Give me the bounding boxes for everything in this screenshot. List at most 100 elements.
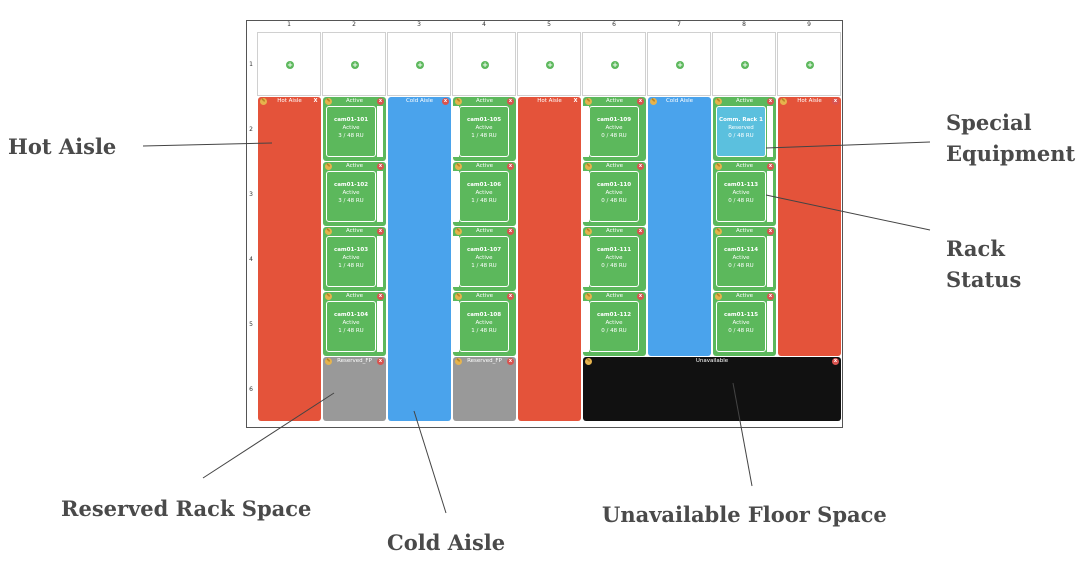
rack-tile[interactable]: Active ✎ x Comm. Rack 1 Reserved 0 / 48 … xyxy=(713,97,776,161)
close-icon[interactable]: x xyxy=(767,228,774,235)
close-icon[interactable]: X xyxy=(313,98,318,104)
rack[interactable]: cam01-103 Active 1 / 48 RU xyxy=(326,236,376,287)
row-header-3: 3 xyxy=(249,191,253,198)
close-icon[interactable]: x xyxy=(507,163,514,170)
close-icon[interactable]: x xyxy=(637,98,644,105)
close-icon[interactable]: x xyxy=(507,98,514,105)
hot-aisle-block[interactable]: Hot Aisle ✎ x xyxy=(778,97,841,356)
pencil-icon[interactable]: ✎ xyxy=(780,98,787,105)
close-icon[interactable]: x xyxy=(377,228,384,235)
plus-icon[interactable]: + xyxy=(286,61,294,69)
rack-tile[interactable]: Active ✎ x cam01-102 Active 3 / 48 RU xyxy=(323,162,386,226)
rack-tile[interactable]: Active ✎ x cam01-114 Active 0 / 48 RU xyxy=(713,227,776,291)
pencil-icon[interactable]: ✎ xyxy=(715,293,722,300)
close-icon[interactable]: X xyxy=(573,98,578,104)
close-icon[interactable]: x xyxy=(377,98,384,105)
rack-tile[interactable]: Active ✎ x cam01-105 Active 1 / 48 RU xyxy=(453,97,516,161)
pencil-icon[interactable]: ✎ xyxy=(325,358,332,365)
hot-aisle-block[interactable]: Hot Aisle X xyxy=(518,97,581,421)
close-icon[interactable]: x xyxy=(767,293,774,300)
rack-tile[interactable]: Active ✎ x cam01-111 Active 0 / 48 RU xyxy=(583,227,646,291)
plus-icon[interactable]: + xyxy=(546,61,554,69)
rack-tile[interactable]: Active ✎ x cam01-106 Active 1 / 48 RU xyxy=(453,162,516,226)
hot-aisle-block[interactable]: Hot Aisle ✎ X xyxy=(258,97,321,421)
rack-tile[interactable]: Active ✎ x cam01-101 Active 3 / 48 RU xyxy=(323,97,386,161)
rack[interactable]: cam01-101 Active 3 / 48 RU xyxy=(326,106,376,157)
pencil-icon[interactable]: ✎ xyxy=(650,98,657,105)
pencil-icon[interactable]: ✎ xyxy=(455,163,462,170)
pencil-icon[interactable]: ✎ xyxy=(455,358,462,365)
rack[interactable]: cam01-105 Active 1 / 48 RU xyxy=(459,106,509,157)
rack[interactable]: cam01-109 Active 0 / 48 RU xyxy=(589,106,639,157)
plus-icon[interactable]: + xyxy=(741,61,749,69)
pencil-icon[interactable]: ✎ xyxy=(585,98,592,105)
rack-tile[interactable]: Active ✎ x cam01-110 Active 0 / 48 RU xyxy=(583,162,646,226)
rack-tile[interactable]: Active ✎ x cam01-103 Active 1 / 48 RU xyxy=(323,227,386,291)
rack-tile[interactable]: Active ✎ x cam01-112 Active 0 / 48 RU xyxy=(583,292,646,356)
pencil-icon[interactable]: ✎ xyxy=(715,163,722,170)
plus-icon[interactable]: + xyxy=(676,61,684,69)
rack-tile[interactable]: Active ✎ x cam01-113 Active 0 / 48 RU xyxy=(713,162,776,226)
close-icon[interactable]: x xyxy=(377,163,384,170)
pencil-icon[interactable]: ✎ xyxy=(325,98,332,105)
rack[interactable]: cam01-113 Active 0 / 48 RU xyxy=(716,171,766,222)
rack[interactable]: cam01-112 Active 0 / 48 RU xyxy=(589,301,639,352)
plus-icon[interactable]: + xyxy=(611,61,619,69)
pencil-icon[interactable]: ✎ xyxy=(585,293,592,300)
close-icon[interactable]: x xyxy=(507,228,514,235)
rack[interactable]: cam01-108 Active 1 / 48 RU xyxy=(459,301,509,352)
pencil-icon[interactable]: ✎ xyxy=(585,163,592,170)
close-icon[interactable]: x xyxy=(637,228,644,235)
plus-icon[interactable]: + xyxy=(351,61,359,69)
close-icon[interactable]: x xyxy=(507,358,514,365)
rack[interactable]: cam01-106 Active 1 / 48 RU xyxy=(459,171,509,222)
rack[interactable]: cam01-111 Active 0 / 48 RU xyxy=(589,236,639,287)
close-icon[interactable]: x xyxy=(767,163,774,170)
pencil-icon[interactable]: ✎ xyxy=(455,98,462,105)
close-icon[interactable]: x xyxy=(442,98,449,105)
special-equipment-rack[interactable]: Comm. Rack 1 Reserved 0 / 48 RU xyxy=(716,106,766,157)
close-icon[interactable]: x xyxy=(637,163,644,170)
close-icon[interactable]: x xyxy=(767,98,774,105)
rack[interactable]: cam01-115 Active 0 / 48 RU xyxy=(716,301,766,352)
plus-icon[interactable]: + xyxy=(416,61,424,69)
rack[interactable]: cam01-110 Active 0 / 48 RU xyxy=(589,171,639,222)
plus-icon[interactable]: + xyxy=(806,61,814,69)
callout-unavailable-floor-space: Unavailable Floor Space xyxy=(602,502,887,527)
rack[interactable]: cam01-107 Active 1 / 48 RU xyxy=(459,236,509,287)
rack-state: Active xyxy=(475,190,493,196)
rack-tile[interactable]: Active ✎ x cam01-109 Active 0 / 48 RU xyxy=(583,97,646,161)
rack[interactable]: cam01-114 Active 0 / 48 RU xyxy=(716,236,766,287)
reserved-floor-space[interactable]: Reserved_FP ✎ x xyxy=(323,357,386,421)
cold-aisle-block[interactable]: Cold Aisle ✎ xyxy=(648,97,711,356)
pencil-icon[interactable]: ✎ xyxy=(325,293,332,300)
rack-side-strip xyxy=(377,301,383,352)
rack-tile[interactable]: Active ✎ x cam01-107 Active 1 / 48 RU xyxy=(453,227,516,291)
rack-tile[interactable]: Active ✎ x cam01-115 Active 0 / 48 RU xyxy=(713,292,776,356)
pencil-icon[interactable]: ✎ xyxy=(455,293,462,300)
rack-tile[interactable]: Active ✎ x cam01-108 Active 1 / 48 RU xyxy=(453,292,516,356)
rack[interactable]: cam01-102 Active 3 / 48 RU xyxy=(326,171,376,222)
reserved-header: Reserved_FP xyxy=(337,358,372,364)
rack-units: 1 / 48 RU xyxy=(338,328,364,334)
pencil-icon[interactable]: ✎ xyxy=(715,98,722,105)
close-icon[interactable]: x xyxy=(377,293,384,300)
pencil-icon[interactable]: ✎ xyxy=(715,228,722,235)
close-icon[interactable]: x xyxy=(377,358,384,365)
close-icon[interactable]: x xyxy=(637,293,644,300)
pencil-icon[interactable]: ✎ xyxy=(585,228,592,235)
pencil-icon[interactable]: ✎ xyxy=(260,98,267,105)
close-icon[interactable]: x xyxy=(507,293,514,300)
reserved-floor-space[interactable]: Reserved_FP ✎ x xyxy=(453,357,516,421)
rack[interactable]: cam01-104 Active 1 / 48 RU xyxy=(326,301,376,352)
plus-icon[interactable]: + xyxy=(481,61,489,69)
pencil-icon[interactable]: ✎ xyxy=(455,228,462,235)
rack-tile[interactable]: Active ✎ x cam01-104 Active 1 / 48 RU xyxy=(323,292,386,356)
pencil-icon[interactable]: ✎ xyxy=(325,163,332,170)
pencil-icon[interactable]: ✎ xyxy=(585,358,592,365)
pencil-icon[interactable]: ✎ xyxy=(325,228,332,235)
unavailable-floor-space[interactable]: Unavailable ✎ x xyxy=(583,357,841,421)
close-icon[interactable]: x xyxy=(832,358,839,365)
close-icon[interactable]: x xyxy=(832,98,839,105)
cold-aisle-block[interactable]: Cold Aisle x xyxy=(388,97,451,421)
